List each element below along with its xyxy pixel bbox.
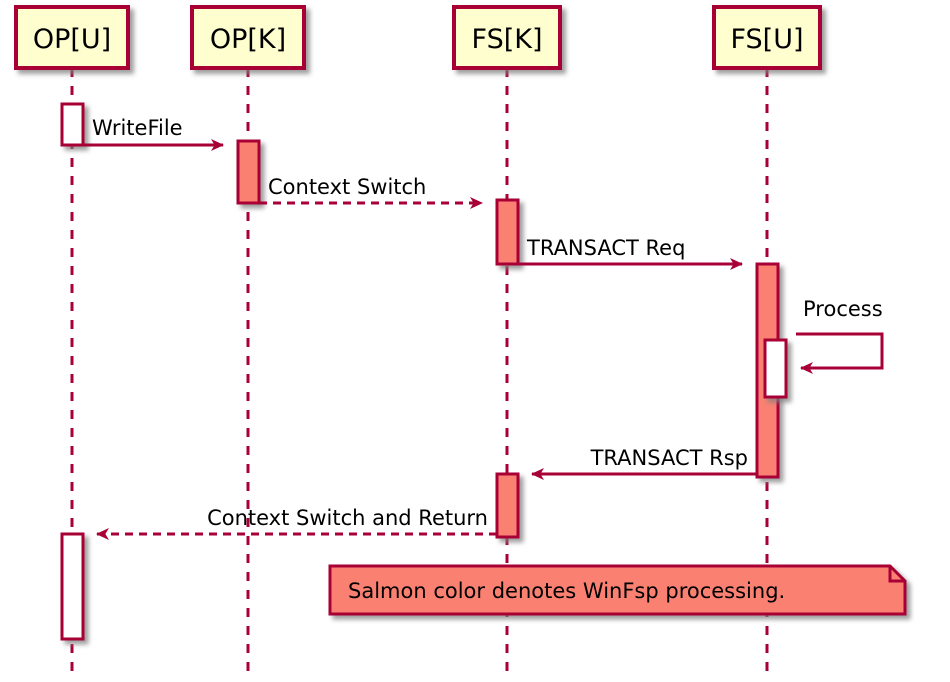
message-transact-req-label: TRANSACT Req xyxy=(526,236,685,260)
participant-fs-u[interactable]: FS[U] xyxy=(712,5,822,70)
note-winfsp-legend-text: Salmon color denotes WinFsp processing. xyxy=(348,579,785,603)
note-winfsp-legend-shape xyxy=(328,564,907,616)
message-writefile-label: WriteFile xyxy=(92,116,183,140)
participant-fs-k[interactable]: FS[K] xyxy=(452,5,562,70)
participant-fs-u-box[interactable] xyxy=(712,5,822,70)
message-process-self[interactable]: Process xyxy=(796,297,884,374)
activation-bars xyxy=(60,102,788,641)
activation-op-k-1 xyxy=(236,139,261,205)
message-context-switch-label: Context Switch xyxy=(268,175,426,199)
message-transact-req[interactable]: TRANSACT Req xyxy=(518,236,743,270)
participant-fs-k-box[interactable] xyxy=(452,5,562,70)
participant-op-k-label: OP[K] xyxy=(210,24,286,55)
activation-op-u-1 xyxy=(60,102,85,147)
message-writefile[interactable]: WriteFile xyxy=(83,116,224,151)
participant-op-u-box[interactable] xyxy=(14,5,130,70)
note-winfsp-legend: Salmon color denotes WinFsp processing. xyxy=(328,564,907,616)
message-context-switch-return[interactable]: Context Switch and Return xyxy=(96,506,497,540)
participant-op-u-label: OP[U] xyxy=(33,24,111,55)
participant-op-k-box[interactable] xyxy=(190,5,306,70)
activation-fs-k-1 xyxy=(495,198,520,266)
activation-op-u-2 xyxy=(60,532,85,641)
activation-fs-u-2-nested xyxy=(763,338,788,399)
participant-fs-k-label: FS[K] xyxy=(472,24,543,55)
participant-op-u[interactable]: OP[U] xyxy=(14,5,130,70)
participant-fs-u-label: FS[U] xyxy=(730,24,803,55)
participant-boxes: OP[U] OP[K] FS[K] FS[U] xyxy=(14,5,822,70)
message-context-switch-return-label: Context Switch and Return xyxy=(207,506,488,530)
message-process-label: Process xyxy=(803,297,883,321)
message-transact-rsp[interactable]: TRANSACT Rsp xyxy=(531,446,757,480)
message-transact-rsp-label: TRANSACT Rsp xyxy=(590,446,748,470)
message-context-switch[interactable]: Context Switch xyxy=(259,175,483,209)
note-fold-corner-icon xyxy=(888,566,905,583)
participant-op-k[interactable]: OP[K] xyxy=(190,5,306,70)
message-process-self-line xyxy=(796,332,884,374)
activation-fs-k-2 xyxy=(495,472,520,539)
